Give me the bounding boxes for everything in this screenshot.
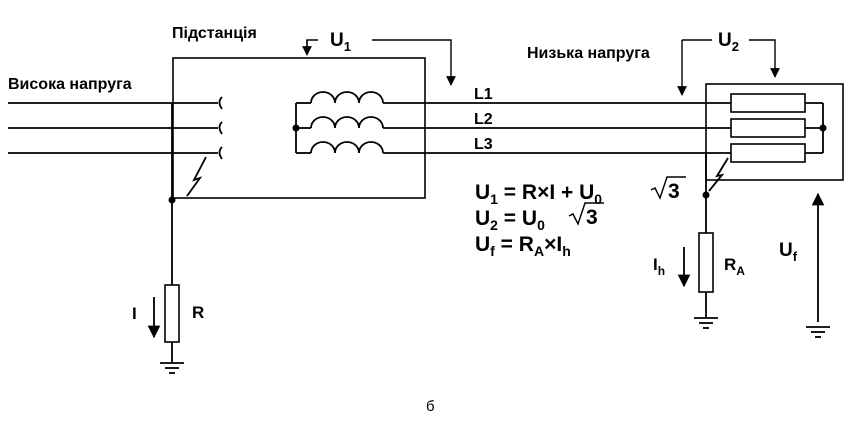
high-voltage-label: Висока напруга (8, 76, 132, 93)
u2-label: U2 (718, 30, 739, 54)
low-voltage-label: Низька напруга (527, 45, 650, 62)
equation-u1-radicand: 3 (668, 180, 680, 203)
line-l3-label: L3 (474, 136, 493, 153)
load-resistors (730, 93, 827, 163)
u2-bracket (677, 39, 780, 96)
fault-arc-symbol-2 (708, 157, 729, 192)
resistor-r (164, 284, 180, 343)
transformer-coils (292, 91, 384, 154)
current-i-label: I (132, 304, 137, 323)
equation-u2: U2 = U0 (475, 207, 545, 233)
uf-label: Uf (779, 240, 798, 264)
line-l2-label: L2 (474, 111, 493, 128)
equation-u1: U1 = R×I + U0 (475, 181, 602, 207)
consumer-ground-conductor (702, 153, 729, 233)
ground-symbol-2 (694, 317, 718, 329)
current-ih-label: Ih (653, 255, 665, 278)
sqrt-sign-2 (568, 202, 604, 226)
substation-ground-conductor (168, 103, 207, 285)
ground-symbol-1 (160, 362, 184, 374)
resistor-r-label: R (192, 303, 204, 322)
substation-label: Підстанція (172, 25, 257, 42)
ground-symbol-3 (806, 326, 830, 338)
low-voltage-lines (383, 102, 731, 154)
line-l1-label: L1 (474, 86, 493, 103)
equation-u2-radicand: 3 (586, 206, 598, 229)
figure-caption: б (426, 398, 435, 415)
sqrt-sign-1 (650, 176, 686, 200)
equation-uf: Uf = RA×Ih (475, 233, 571, 259)
high-voltage-lines (8, 96, 223, 160)
u1-label: U1 (330, 30, 351, 54)
resistor-ra (698, 232, 714, 293)
consumer-box (705, 83, 844, 181)
fault-arc-symbol-1 (186, 156, 207, 197)
u1-bracket (302, 39, 456, 86)
resistor-ra-label: RA (724, 255, 745, 278)
